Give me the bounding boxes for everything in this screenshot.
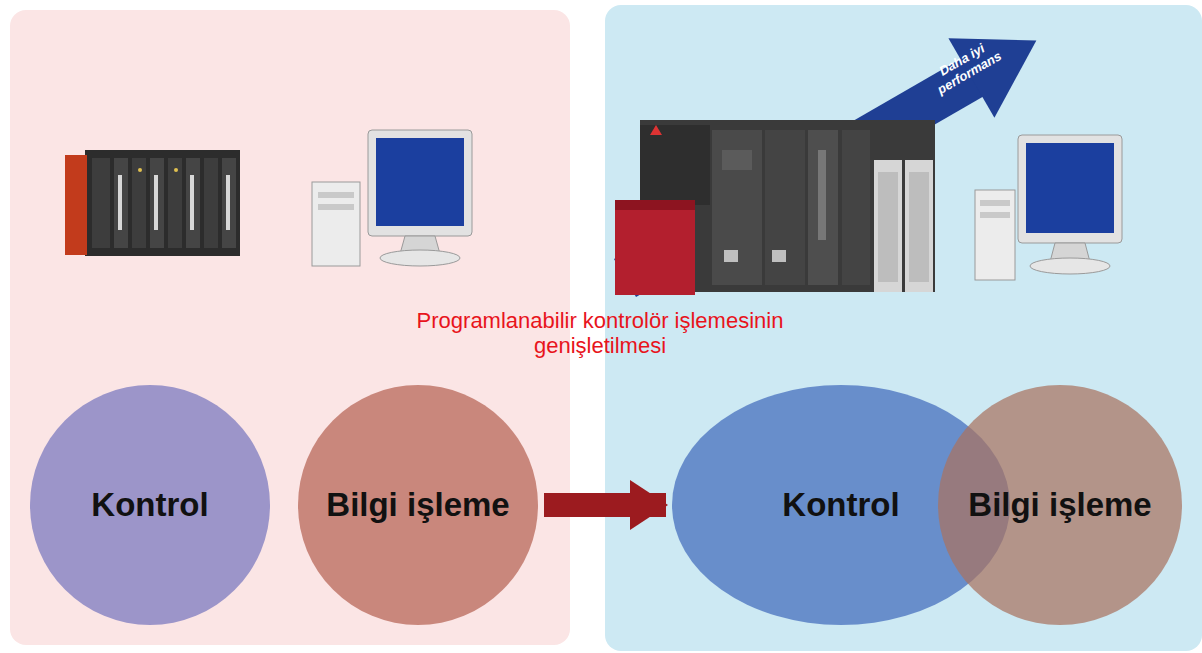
pc-illustration [975, 135, 1122, 280]
node-label: Bilgi işleme [968, 486, 1151, 524]
node-label: Kontrol [91, 486, 208, 524]
node-outline [298, 385, 538, 625]
performance-arrow [602, 1, 1059, 318]
transition-arrow [544, 493, 666, 517]
plc-illustration [65, 150, 240, 256]
plc-illustration [615, 120, 935, 295]
node-label: Bilgi işleme [326, 486, 509, 524]
arrow-label: Daha iyi performans [924, 34, 1008, 100]
information-circle: Bilgi işleme [298, 385, 538, 625]
control-ellipse: Kontrol [30, 385, 270, 625]
information-circle: Bilgi işleme [938, 385, 1182, 625]
pc-illustration [312, 130, 472, 266]
node-label: Kontrol [782, 486, 899, 524]
node-outline [30, 385, 270, 625]
node-outline [938, 385, 1182, 625]
caption-note: Programlanabilir kontrolör işlemesinin g… [400, 308, 800, 359]
